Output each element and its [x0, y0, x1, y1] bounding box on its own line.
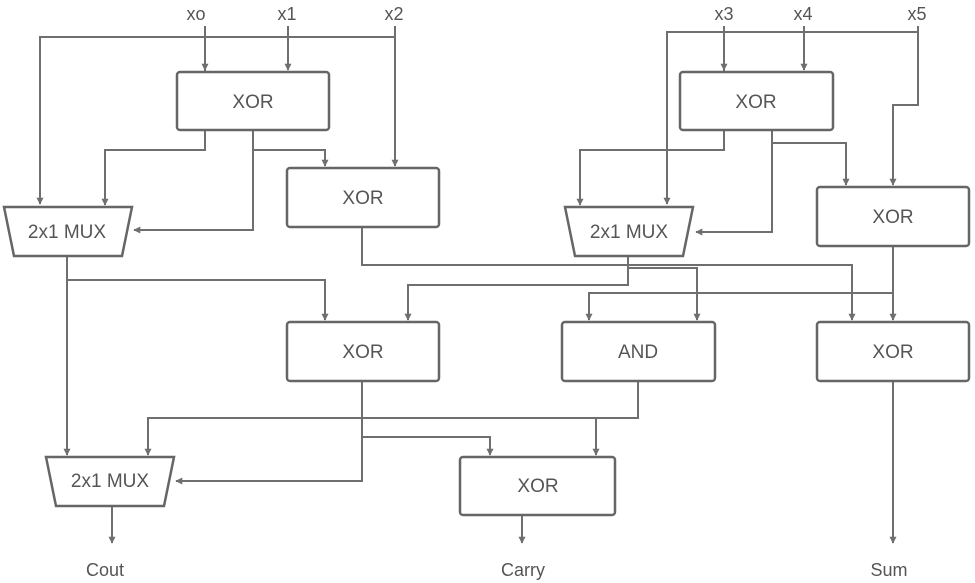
- output-label-sum: Sum: [870, 560, 907, 580]
- wire-x5-to-xor-d: [889, 26, 919, 186]
- wire-x2-to-mux-a: [36, 36, 395, 205]
- svg-text:XOR: XOR: [342, 188, 383, 209]
- xor-gate-d: XOR: [815, 185, 971, 248]
- wire-xor-c-to-xor-d: [772, 142, 850, 186]
- input-label-x2: x2: [384, 4, 403, 24]
- svg-text:XOR: XOR: [872, 342, 913, 363]
- output-label-cout: Cout: [86, 560, 124, 580]
- input-label-x4: x4: [793, 4, 812, 24]
- input-label-x3: x3: [714, 4, 733, 24]
- xor-gate-e: XOR: [285, 320, 441, 383]
- output-labels: Cout Carry Sum: [86, 560, 908, 580]
- wire-mux-b-to-xor-e: [404, 256, 629, 321]
- xor-gate-g: XOR: [815, 320, 971, 383]
- mux-b: 2x1 MUX: [563, 205, 695, 258]
- svg-text:2x1 MUX: 2x1 MUX: [71, 471, 149, 492]
- wire-xor-c-to-mux-b: [695, 130, 773, 236]
- xor-gate-b: XOR: [285, 166, 441, 229]
- svg-text:2x1 MUX: 2x1 MUX: [590, 222, 668, 243]
- wire-x5-to-mux-b: [663, 31, 918, 205]
- input-label-xo: xo: [186, 4, 205, 24]
- and-gate: AND: [560, 320, 717, 383]
- svg-text:XOR: XOR: [872, 207, 913, 228]
- mux-a: 2x1 MUX: [2, 205, 134, 258]
- wire-xor-a-to-mux-a: [133, 130, 254, 234]
- wire-mux-b-to-and: [628, 267, 701, 321]
- svg-text:XOR: XOR: [735, 92, 776, 113]
- wire-xor-a-to-xor-b: [253, 149, 329, 167]
- wire-xor-d-to-and: [585, 292, 893, 321]
- wire-xor-e-to-mux-c: [175, 381, 363, 485]
- svg-text:XOR: XOR: [232, 92, 273, 113]
- wire-and-to-mux-c: [144, 381, 639, 456]
- output-label-carry: Carry: [501, 560, 545, 580]
- input-labels: xo x1 x2 x3 x4 x5: [186, 4, 926, 24]
- mux-c: 2x1 MUX: [44, 455, 176, 508]
- xor-gate-a: XOR: [175, 70, 331, 132]
- xor-gate-h: XOR: [458, 455, 617, 517]
- svg-text:XOR: XOR: [342, 342, 383, 363]
- svg-text:XOR: XOR: [517, 476, 558, 497]
- xor-gate-c: XOR: [678, 70, 835, 132]
- wire-xor-e-to-xor-h: [362, 436, 494, 456]
- svg-text:AND: AND: [618, 342, 658, 363]
- input-label-x1: x1: [277, 4, 296, 24]
- input-label-x5: x5: [907, 4, 926, 24]
- wire-mux-a-to-xor-e: [66, 256, 329, 321]
- svg-text:2x1 MUX: 2x1 MUX: [28, 222, 106, 243]
